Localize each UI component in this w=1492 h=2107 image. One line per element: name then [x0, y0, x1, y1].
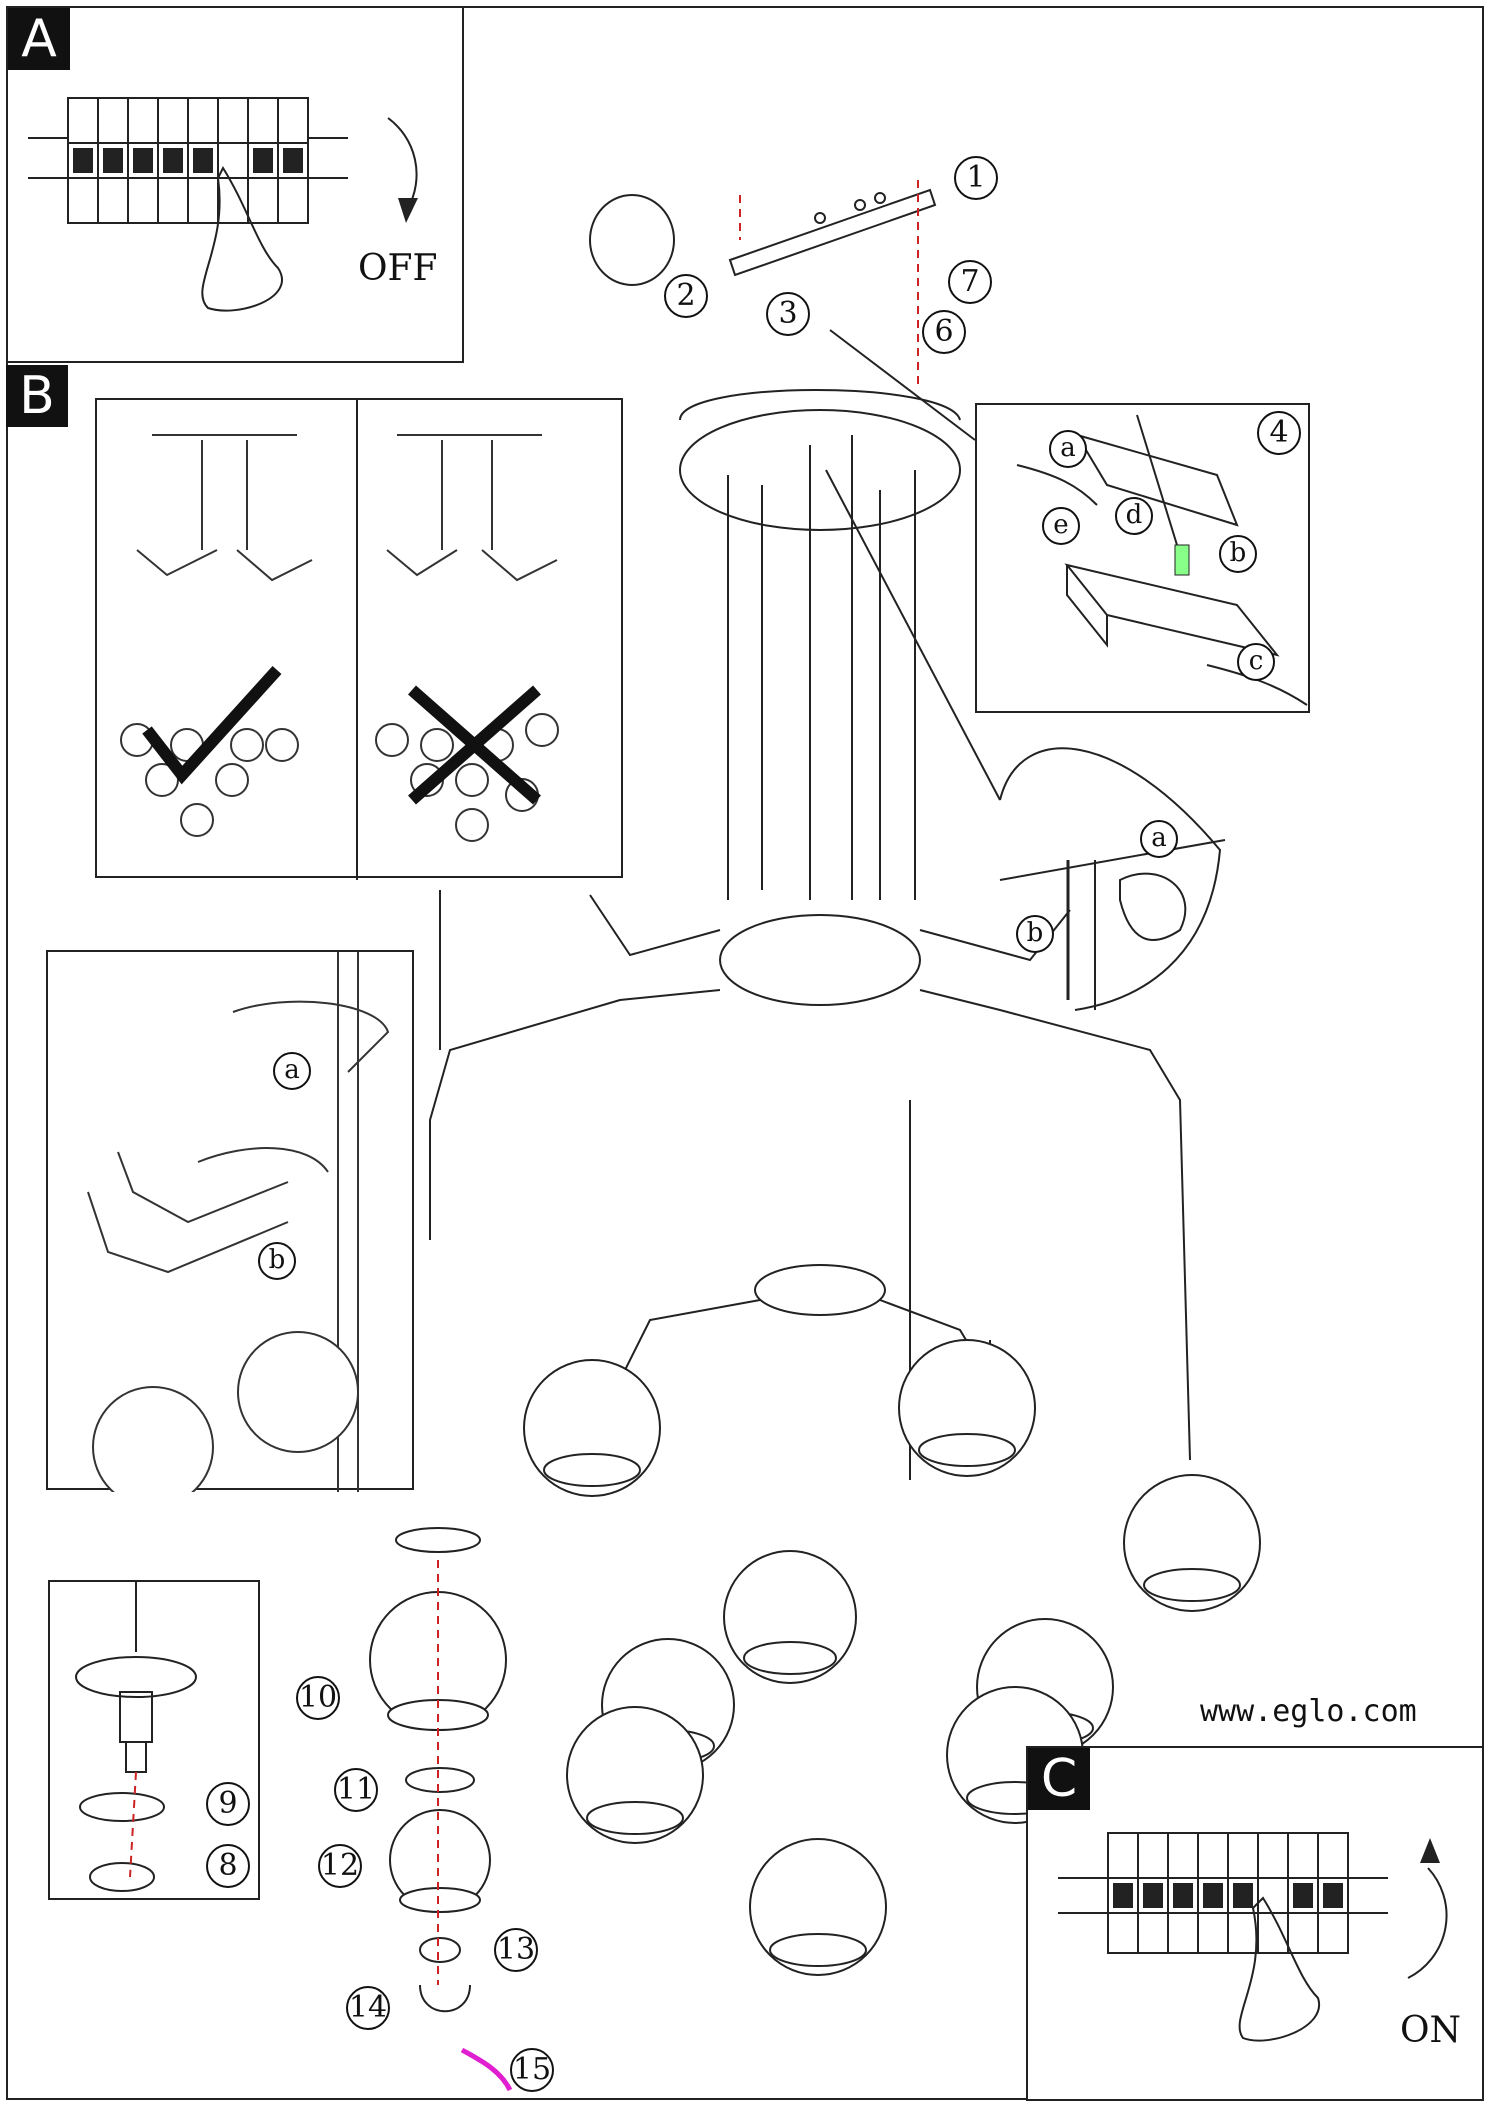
step-6-label: 6	[922, 310, 966, 354]
step-10-label: 10	[296, 1676, 340, 1720]
arrangement-illustration	[120, 400, 559, 880]
website-url: www.eglo.com	[1200, 1694, 1417, 1729]
step-8-label: 8	[206, 1844, 250, 1888]
socket-illustration	[75, 1582, 197, 1892]
breaker-switch-illustration	[28, 97, 418, 312]
step-15-label: 15	[510, 2048, 554, 2092]
instruction-sheet	[6, 6, 1484, 2100]
panel-b-arrangement-comparison	[95, 398, 623, 880]
on-label: ON	[1400, 2010, 1462, 2051]
wiring-e-label: e	[1042, 507, 1080, 545]
step-b-label: b	[258, 1242, 296, 1280]
breaker-switch-on-illustration	[1058, 1832, 1448, 2042]
wiring-c-label: c	[1237, 643, 1275, 681]
panel-tag-a: A	[8, 8, 70, 70]
panel-tag-b: B	[6, 365, 68, 427]
wiring-detail: 4 a b c d e	[975, 403, 1310, 713]
panel-b-cable-adjust-detail: a b	[46, 950, 414, 1492]
panel-c-power-on: C ON	[1026, 1746, 1484, 2101]
step-2-label: 2	[664, 274, 708, 318]
height-adjust-b-label: b	[1016, 915, 1054, 953]
terminal-block-illustration	[1016, 414, 1308, 706]
socket-detail: 9 8	[48, 1580, 260, 1900]
off-label: OFF	[358, 248, 438, 289]
panel-tag-c: C	[1028, 1748, 1090, 1810]
step-4-label: 4	[1257, 411, 1301, 455]
wiring-b-label: b	[1219, 535, 1257, 573]
step-a-label: a	[273, 1052, 311, 1090]
step-12-label: 12	[318, 1844, 362, 1888]
step-3-label: 3	[766, 292, 810, 336]
step-13-label: 13	[494, 1928, 538, 1972]
wiring-a-label: a	[1049, 430, 1087, 468]
step-14-label: 14	[346, 1986, 390, 2030]
panel-a-power-off: A OFF	[6, 6, 464, 363]
height-adjust-a-label: a	[1140, 820, 1178, 858]
cable-adjust-illustration	[87, 952, 390, 1492]
step-11-label: 11	[334, 1768, 378, 1812]
step-1-label: 1	[954, 156, 998, 200]
step-9-label: 9	[206, 1782, 250, 1826]
step-7-label: 7	[948, 260, 992, 304]
wiring-d-label: d	[1115, 497, 1153, 535]
